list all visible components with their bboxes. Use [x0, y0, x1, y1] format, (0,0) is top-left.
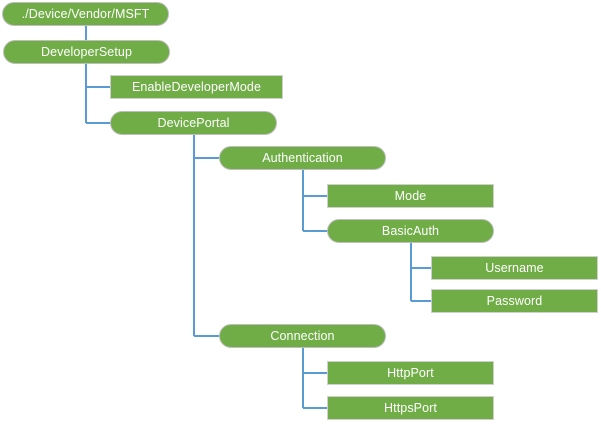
node-enabledevelopermode[interactable]: EnableDeveloperMode [110, 75, 283, 99]
node-password[interactable]: Password [431, 289, 598, 313]
node-deviceportal-label: DevicePortal [157, 115, 230, 130]
node-username[interactable]: Username [431, 256, 598, 280]
node-httpport[interactable]: HttpPort [327, 361, 494, 385]
node-enabledevelopermode-label: EnableDeveloperMode [131, 79, 262, 94]
node-root-label: ./Device/Vendor/MSFT [21, 6, 150, 21]
node-httpport-label: HttpPort [387, 365, 434, 380]
node-connection[interactable]: Connection [219, 324, 386, 348]
node-httpsport-label: HttpsPort [384, 400, 437, 415]
node-authentication-label: Authentication [262, 150, 343, 165]
node-deviceportal[interactable]: DevicePortal [110, 111, 277, 135]
node-basicauth-label: BasicAuth [381, 223, 440, 238]
node-developersetup-label: DeveloperSetup [40, 44, 133, 59]
node-connection-label: Connection [270, 328, 335, 343]
node-mode[interactable]: Mode [327, 184, 494, 208]
node-authentication[interactable]: Authentication [219, 146, 386, 170]
node-developersetup[interactable]: DeveloperSetup [3, 40, 170, 64]
node-httpsport[interactable]: HttpsPort [327, 396, 494, 420]
node-basicauth[interactable]: BasicAuth [327, 219, 494, 243]
node-root[interactable]: ./Device/Vendor/MSFT [2, 2, 169, 26]
node-password-label: Password [486, 293, 543, 308]
node-username-label: Username [485, 260, 544, 275]
node-mode-label: Mode [394, 188, 427, 203]
